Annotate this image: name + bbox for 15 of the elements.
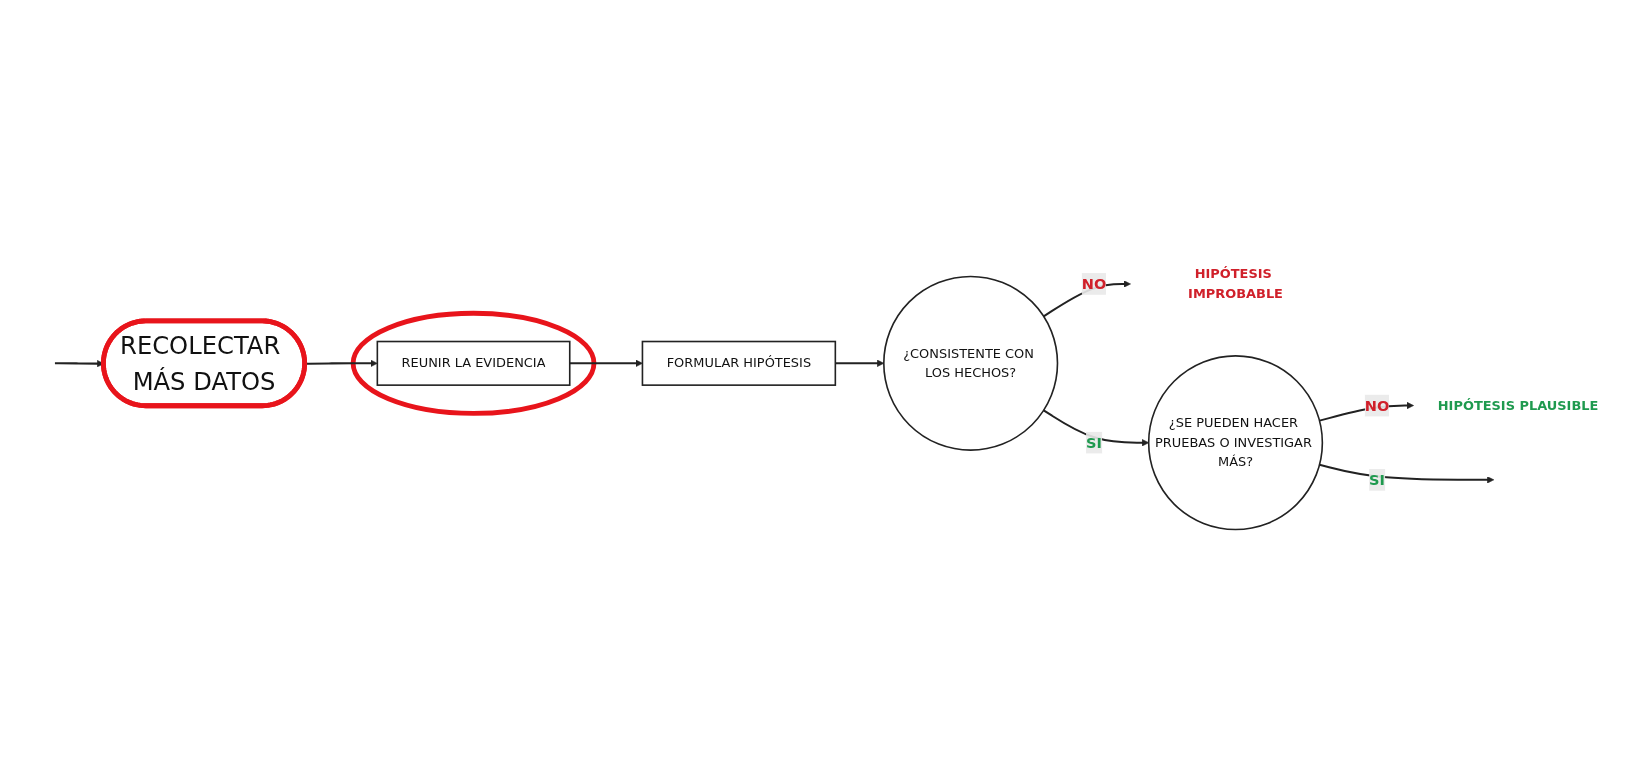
arrow: [1319, 463, 1495, 484]
edge-label: NO: [1364, 397, 1390, 415]
arrow: [305, 359, 378, 367]
node-circle: ¿CONSISTENTE CON LOS HECHOS?: [883, 275, 1059, 451]
edge-label: SI: [1369, 471, 1385, 489]
edge-label: NO: [1081, 275, 1107, 293]
arrow: [569, 359, 643, 367]
cluster: [350, 310, 597, 416]
node-circle: ¿SE PUEDEN HACER PRUEBAS O INVESTIGAR MÁS?: [1147, 355, 1324, 531]
node-text: HIPÓTESIS IMPROBABLE: [1188, 266, 1283, 301]
node-box: REUNIR LA EVIDENCIA: [376, 340, 571, 386]
node-text: HIPÓTESIS PLAUSIBLE: [1437, 397, 1599, 413]
edge-label: SI: [1086, 434, 1102, 452]
node-box: FORMULAR HIPÓTESIS: [641, 340, 837, 386]
arrow: [1043, 409, 1149, 447]
